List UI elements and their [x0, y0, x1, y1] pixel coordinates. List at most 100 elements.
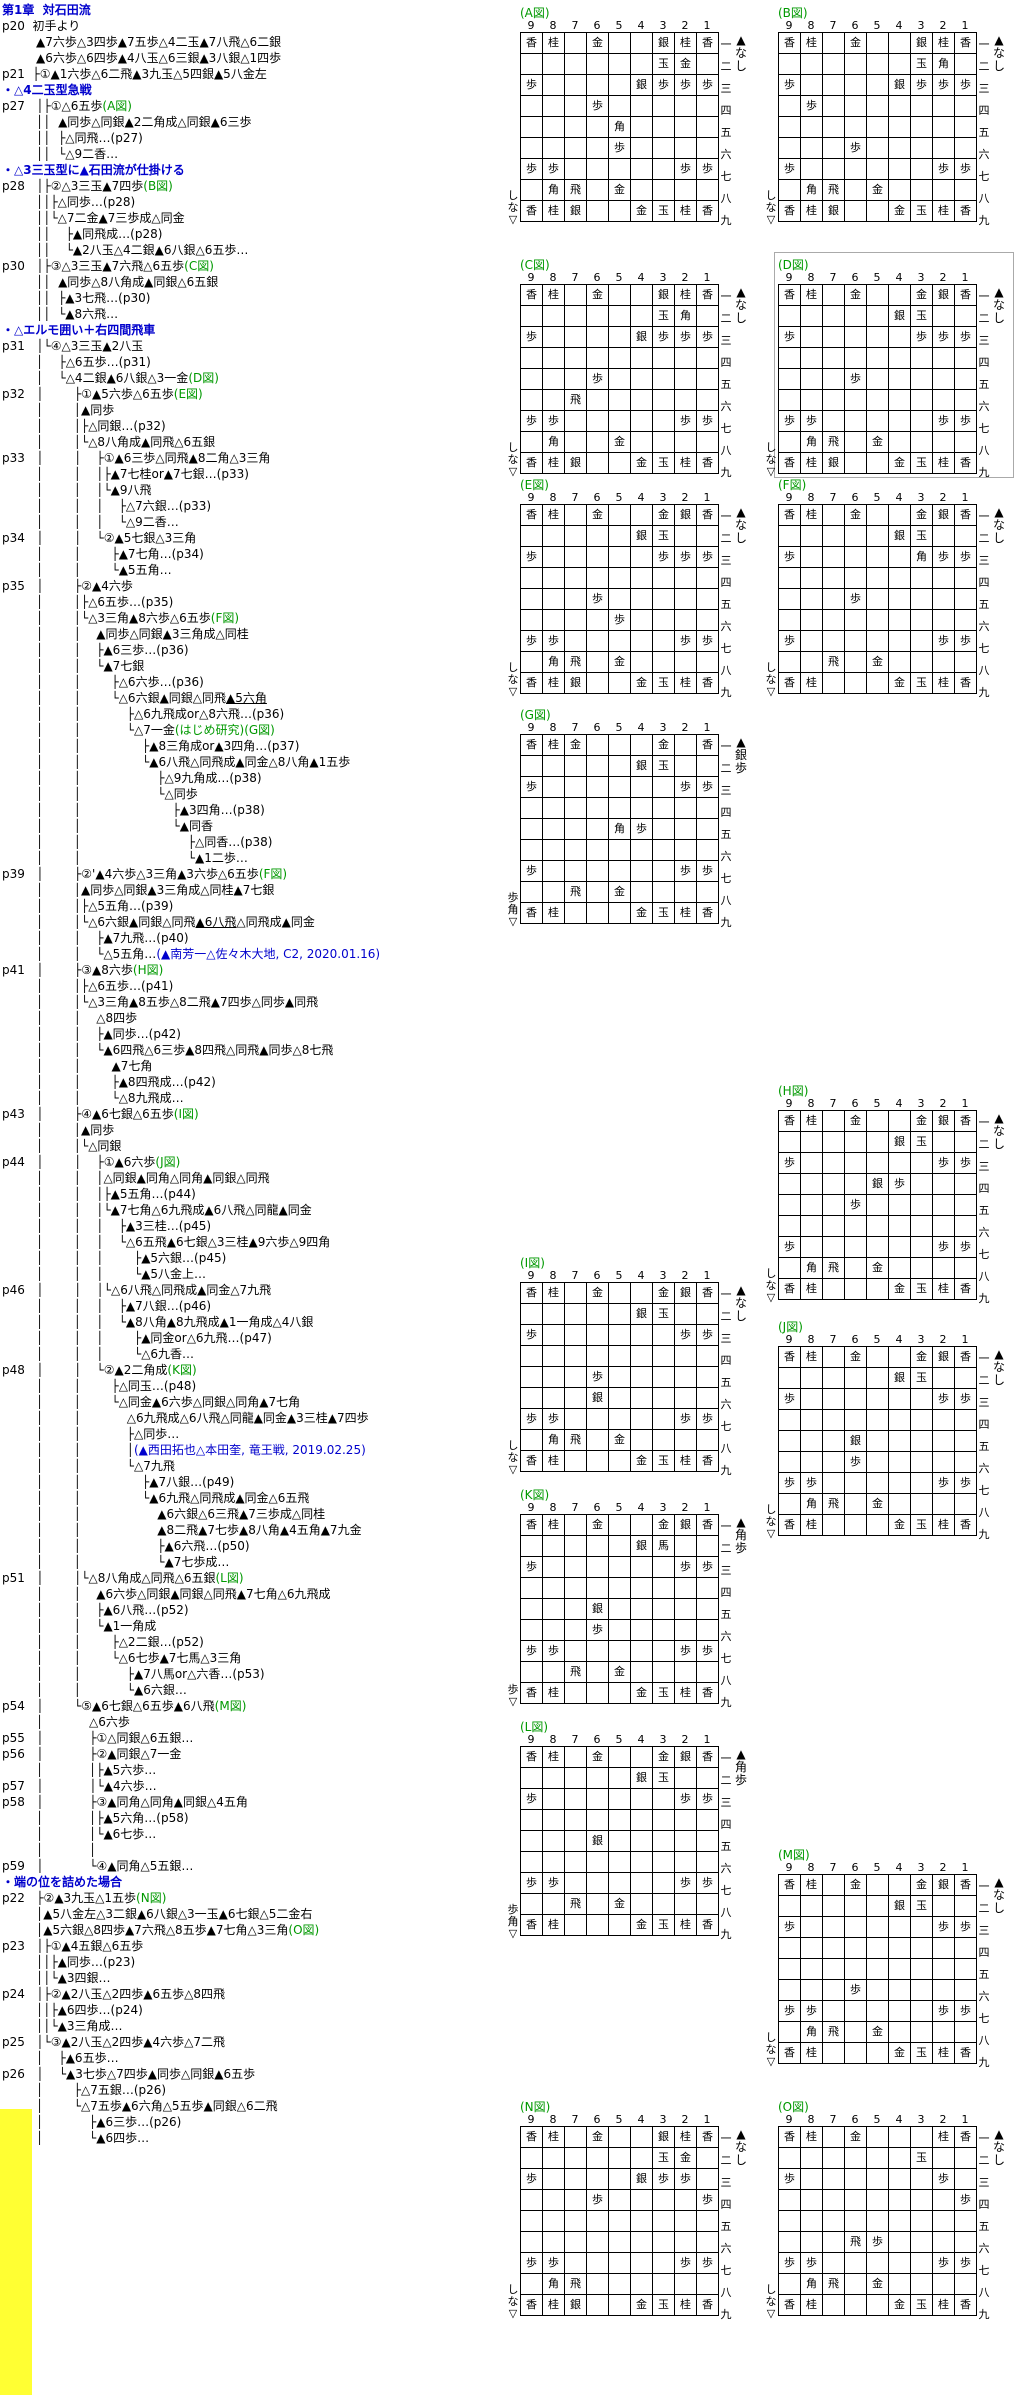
- board-square: 金: [630, 1914, 653, 1936]
- board-square: 金: [652, 734, 675, 756]
- board-square: [542, 860, 565, 882]
- variation-line: ││ ├△同飛…(p27): [36, 131, 143, 145]
- board-square: [844, 1152, 867, 1174]
- diagram-title: (A図): [520, 6, 550, 20]
- variation-line: ││ ▲同歩△同銀▲2二角成△同銀▲6三歩: [36, 115, 252, 129]
- diagram-title: (J図): [778, 1320, 803, 1334]
- file-label: 1: [703, 491, 711, 504]
- board-square: [888, 1152, 911, 1174]
- board-square: [844, 1895, 867, 1917]
- board-square: [564, 1282, 587, 1304]
- board-square: 香: [696, 2126, 719, 2148]
- board-square: [608, 1535, 631, 1557]
- board-square: 金: [630, 2294, 653, 2316]
- rank-label: 四: [720, 576, 732, 589]
- variation-line: │ │ ├△同玉…(p48): [36, 1379, 197, 1393]
- board-square: [822, 504, 845, 526]
- board-square: 歩: [520, 776, 543, 798]
- file-label: 8: [807, 1333, 815, 1346]
- board-square: [932, 588, 955, 610]
- board-square: 角: [800, 431, 823, 453]
- board-square: [910, 410, 933, 432]
- board-square: [630, 284, 653, 306]
- board-square: [778, 1958, 801, 1980]
- board-square: [866, 1152, 889, 1174]
- board-square: [630, 1788, 653, 1810]
- board-square: [520, 179, 543, 201]
- board-square: [564, 116, 587, 138]
- board-square: 桂: [800, 1514, 823, 1536]
- board-square: 歩: [778, 410, 801, 432]
- board-square: [520, 53, 543, 75]
- board-square: [608, 1324, 631, 1346]
- variation-line: │ └△7五歩▲6六角△5五歩▲同銀△6二飛: [36, 2099, 278, 2113]
- board-square: [586, 2294, 609, 2316]
- board-square: [778, 651, 801, 673]
- board-square: [778, 1430, 801, 1452]
- board-square: [652, 137, 675, 159]
- board-square: [520, 1429, 543, 1451]
- board-square: [866, 504, 889, 526]
- gote-hand: 歩角▽: [507, 891, 519, 928]
- board-square: [696, 1345, 719, 1367]
- board-square: 桂: [674, 672, 697, 694]
- board-square: [652, 179, 675, 201]
- board-square: [520, 2231, 543, 2253]
- rank-label: 一: [978, 1880, 990, 1893]
- board-square: [564, 755, 587, 777]
- board-square: [542, 1345, 565, 1367]
- file-label: 1: [961, 491, 969, 504]
- board-square: [888, 1451, 911, 1473]
- rank-label: 六: [978, 1990, 990, 2003]
- rank-label: 六: [720, 1862, 732, 1875]
- variation-line: ││ └▲8六飛…: [36, 307, 119, 321]
- board-square: [954, 2021, 977, 2043]
- board-square: [520, 2273, 543, 2295]
- variation-line: p25 │└③▲2八玉△2四歩▲4六歩△7二飛: [2, 2035, 225, 2049]
- board-square: 金: [866, 2021, 889, 2043]
- file-label: 3: [659, 1269, 667, 1282]
- board-square: [520, 755, 543, 777]
- board-square: 桂: [542, 1282, 565, 1304]
- board-square: 歩: [778, 1152, 801, 1174]
- rank-label: 八: [978, 444, 990, 457]
- board-square: 歩: [954, 1916, 977, 1938]
- board-square: 桂: [542, 452, 565, 474]
- board-square: [954, 389, 977, 411]
- board-square: [822, 2189, 845, 2211]
- board-square: [866, 1194, 889, 1216]
- board-square: [778, 53, 801, 75]
- board-square: [910, 1451, 933, 1473]
- board-square: [822, 1430, 845, 1452]
- board-square: [542, 525, 565, 547]
- board-square: [932, 368, 955, 390]
- file-label: 9: [785, 271, 793, 284]
- board-square: 歩: [800, 410, 823, 432]
- board-square: [888, 588, 911, 610]
- board-square: 歩: [954, 1388, 977, 1410]
- board-square: 歩: [932, 326, 955, 348]
- board-square: [778, 1493, 801, 1515]
- board-square: [608, 504, 631, 526]
- board-square: 金: [586, 1514, 609, 1536]
- board-square: 歩: [586, 95, 609, 117]
- variation-line: p44 │ │ ├①▲6六歩(J図): [2, 1155, 181, 1169]
- board-square: 銀: [564, 200, 587, 222]
- file-label: 1: [703, 1269, 711, 1282]
- board-square: [542, 1535, 565, 1557]
- board-square: [954, 1937, 977, 1959]
- file-label: 1: [961, 1861, 969, 1874]
- board-square: [954, 1131, 977, 1153]
- board-square: [630, 1872, 653, 1894]
- board-square: 歩: [844, 1979, 867, 2001]
- board-square: [608, 1640, 631, 1662]
- board-square: [608, 368, 631, 390]
- variation-line: │ └▲6四歩…: [36, 2131, 150, 2145]
- variation-line: │ │ ├▲7八馬or△六香…(p53): [36, 1667, 265, 1681]
- file-label: 4: [895, 1861, 903, 1874]
- board-square: [932, 1493, 955, 1515]
- variation-line: ││ └△9二香…: [36, 147, 119, 161]
